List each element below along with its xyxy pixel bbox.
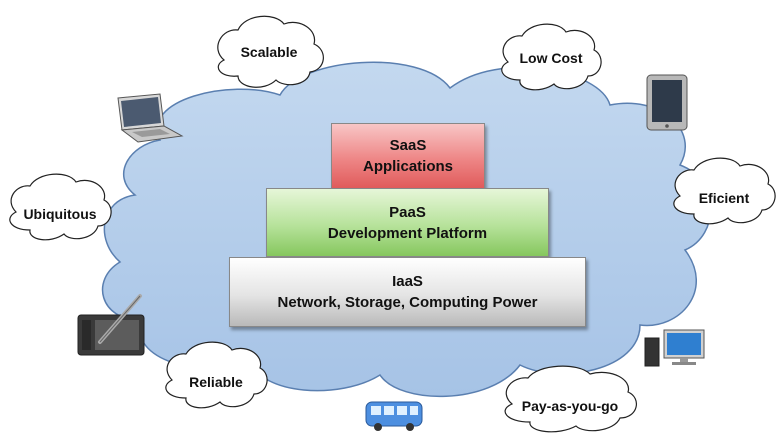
saas-layer: SaaS Applications bbox=[331, 123, 485, 189]
attribute-cloud-scalable bbox=[217, 15, 324, 88]
paas-description: Development Platform bbox=[327, 224, 488, 242]
drawing-tablet-icon bbox=[77, 294, 145, 356]
attribute-cloud-low-cost bbox=[501, 23, 602, 91]
attribute-label-pay-as-you-go: Pay-as-you-go bbox=[521, 398, 619, 414]
paas-layer: PaaS Development Platform bbox=[266, 188, 549, 257]
paas-title: PaaS bbox=[389, 203, 426, 221]
attribute-label-scalable: Scalable bbox=[240, 44, 298, 60]
iaas-layer: IaaS Network, Storage, Computing Power bbox=[229, 257, 586, 327]
attribute-cloud-reliable bbox=[165, 341, 268, 409]
attribute-label-reliable: Reliable bbox=[189, 374, 243, 390]
attribute-cloud-eficient bbox=[673, 157, 776, 225]
attribute-cloud-pay-as-you-go bbox=[504, 365, 637, 433]
attribute-cloud-ubiquitous bbox=[9, 173, 112, 241]
iaas-title: IaaS bbox=[392, 273, 423, 290]
attribute-label-low-cost: Low Cost bbox=[519, 50, 583, 66]
desktop-computer-icon bbox=[644, 329, 705, 367]
saas-title: SaaS bbox=[389, 137, 427, 154]
laptop-icon bbox=[117, 93, 184, 143]
saas-description: Applications bbox=[362, 158, 453, 175]
attribute-label-eficient: Eficient bbox=[698, 190, 750, 206]
bus-icon bbox=[365, 401, 423, 431]
iaas-description: Network, Storage, Computing Power bbox=[277, 294, 538, 311]
tablet-icon bbox=[646, 74, 688, 131]
attribute-label-ubiquitous: Ubiquitous bbox=[23, 206, 97, 222]
